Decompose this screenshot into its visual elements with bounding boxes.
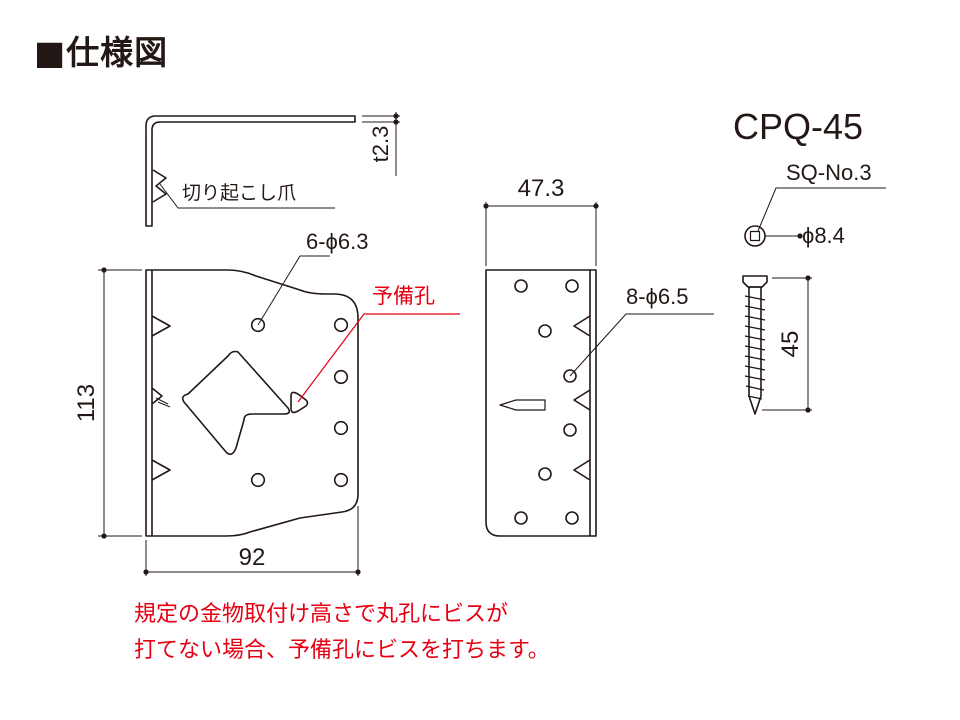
spare-hole-note: 規定の金物取付け高さで丸孔にビスが 打てない場合、予備孔にビスを打ちます。 bbox=[134, 597, 550, 669]
square-recess bbox=[749, 230, 761, 242]
side-claw-2 bbox=[573, 389, 591, 411]
height-label: 113 bbox=[73, 384, 100, 422]
spare-hole-leader bbox=[297, 313, 460, 403]
cut-claw bbox=[152, 169, 167, 203]
claw-leader bbox=[159, 183, 335, 209]
front-view bbox=[98, 255, 460, 576]
spare-hole-label: 予備孔 bbox=[372, 284, 435, 308]
spare-hole bbox=[290, 391, 309, 414]
holes-front-leader bbox=[257, 255, 330, 326]
screw-detail bbox=[742, 187, 886, 415]
screw-hole bbox=[538, 467, 552, 481]
cross-section-outline bbox=[145, 115, 356, 227]
screw-thread bbox=[744, 295, 766, 400]
screw-hole bbox=[563, 423, 577, 437]
side-claw-1 bbox=[573, 315, 591, 337]
screw-hole bbox=[565, 511, 579, 525]
screw-hole bbox=[538, 324, 552, 338]
holes-side-label: 8-ϕ6.5 bbox=[626, 284, 688, 309]
claw-3 bbox=[151, 459, 171, 481]
screw-type-label: SQ-No.3 bbox=[786, 160, 872, 185]
screw-hole bbox=[250, 317, 266, 333]
cross-section-view bbox=[145, 112, 400, 227]
screw-hole bbox=[563, 369, 577, 383]
screw-head-top bbox=[744, 225, 766, 247]
screw-hole bbox=[250, 472, 266, 488]
screw-hole bbox=[333, 317, 349, 333]
model-number: CPQ-45 bbox=[733, 106, 864, 147]
screw-hole bbox=[333, 420, 349, 436]
page-title: ■仕様図 bbox=[34, 33, 169, 72]
claw-1 bbox=[151, 315, 171, 337]
claw-2 bbox=[151, 387, 163, 405]
screw-type-leader bbox=[757, 187, 886, 232]
thickness-label: t2.3 bbox=[368, 126, 393, 163]
screw-hole bbox=[333, 472, 349, 488]
front-plate-outline bbox=[145, 269, 359, 537]
holes-front-label: 6-ϕ6.3 bbox=[306, 229, 368, 254]
dimension-dots bbox=[101, 113, 811, 575]
screw-hole bbox=[514, 279, 528, 293]
screw-hole bbox=[333, 369, 349, 385]
screw-head-side bbox=[742, 275, 768, 288]
screw-hole bbox=[514, 511, 528, 525]
note-line-2: 打てない場合、予備孔にビスを打ちます。 bbox=[134, 638, 550, 663]
triangle-slot bbox=[181, 350, 291, 456]
side-plate-outline bbox=[485, 269, 597, 537]
side-width-label: 47.3 bbox=[518, 175, 565, 202]
side-view bbox=[485, 202, 714, 537]
holes-side-leader bbox=[569, 313, 714, 377]
nail-slot bbox=[499, 399, 546, 411]
screw-hole bbox=[565, 279, 579, 293]
screw-length-label: 45 bbox=[777, 331, 804, 358]
claw-mid-tick bbox=[155, 397, 171, 408]
width-label: 92 bbox=[239, 544, 266, 571]
claw-label: 切り起こし爪 bbox=[182, 182, 296, 204]
side-claw-3 bbox=[573, 459, 591, 481]
note-line-1: 規定の金物取付け高さで丸孔にビスが bbox=[134, 602, 509, 627]
screw-shank bbox=[748, 286, 762, 415]
screw-head-label: ϕ8.4 bbox=[802, 223, 845, 248]
